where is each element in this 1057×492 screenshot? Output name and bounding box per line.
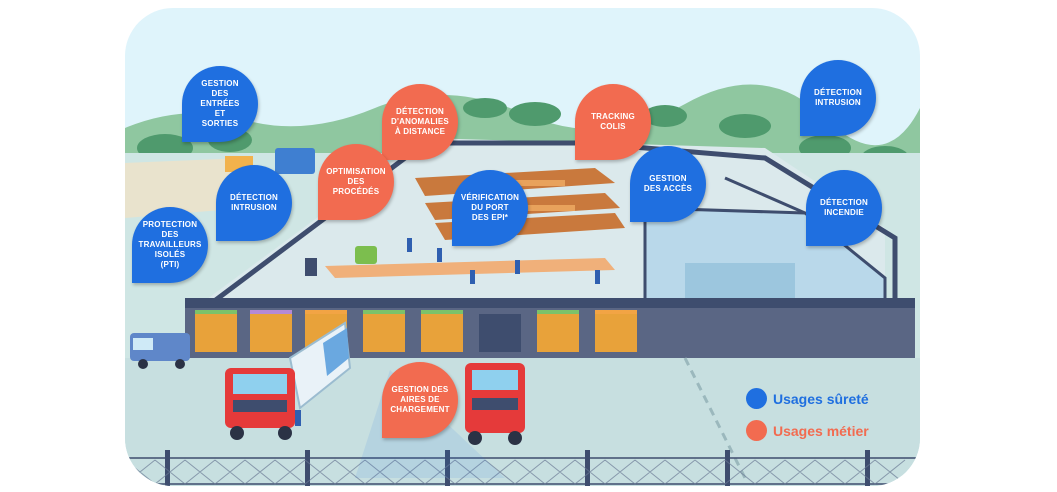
surete-dot-icon	[746, 388, 767, 409]
pin-label: DÉTECTION INTRUSION	[229, 193, 279, 212]
pin-verification-port-epi[interactable]: VÉRIFICATION DU PORT DES EPI*	[452, 170, 528, 246]
pin-detection-intrusion-left[interactable]: DÉTECTION INTRUSION	[216, 165, 292, 241]
pin-label: PROTECTION DES TRAVAILLEURS ISOLÉS (PTI)	[138, 220, 202, 269]
pin-tracking-colis[interactable]: TRACKING COLIS	[575, 84, 651, 160]
legend-item-surete: Usages sûreté	[746, 388, 869, 409]
legend-item-metier: Usages métier	[746, 420, 869, 441]
pin-detection-incendie[interactable]: DÉTECTION INCENDIE	[806, 170, 882, 246]
metier-dot-icon	[746, 420, 767, 441]
pin-gestion-acces[interactable]: GESTION DES ACCÈS	[630, 146, 706, 222]
pin-label: OPTIMISATION DES PROCÉDÉS	[326, 167, 386, 196]
pin-label: DÉTECTION INTRUSION	[813, 88, 863, 107]
pin-label: GESTION DES ACCÈS	[643, 174, 693, 193]
pin-label: DÉTECTION D'ANOMALIES À DISTANCE	[391, 107, 449, 136]
legend-label: Usages métier	[773, 422, 869, 439]
pin-gestion-entrees-sorties[interactable]: GESTION DES ENTRÉES ET SORTIES	[182, 66, 258, 142]
legend-label: Usages sûreté	[773, 390, 869, 407]
pin-protection-travailleurs-isoles[interactable]: PROTECTION DES TRAVAILLEURS ISOLÉS (PTI)	[132, 207, 208, 283]
pin-label: GESTION DES ENTRÉES ET SORTIES	[200, 79, 240, 128]
pin-label: VÉRIFICATION DU PORT DES EPI*	[460, 193, 520, 222]
pin-label: GESTION DES AIRES DE CHARGEMENT	[390, 385, 450, 414]
pin-label: TRACKING COLIS	[591, 112, 635, 131]
pin-label: DÉTECTION INCENDIE	[819, 198, 869, 217]
pin-optimisation-procedes[interactable]: OPTIMISATION DES PROCÉDÉS	[318, 144, 394, 220]
pin-gestion-aires-chargement[interactable]: GESTION DES AIRES DE CHARGEMENT	[382, 362, 458, 438]
pin-detection-intrusion-right[interactable]: DÉTECTION INTRUSION	[800, 60, 876, 136]
pin-detection-anomalies[interactable]: DÉTECTION D'ANOMALIES À DISTANCE	[382, 84, 458, 160]
